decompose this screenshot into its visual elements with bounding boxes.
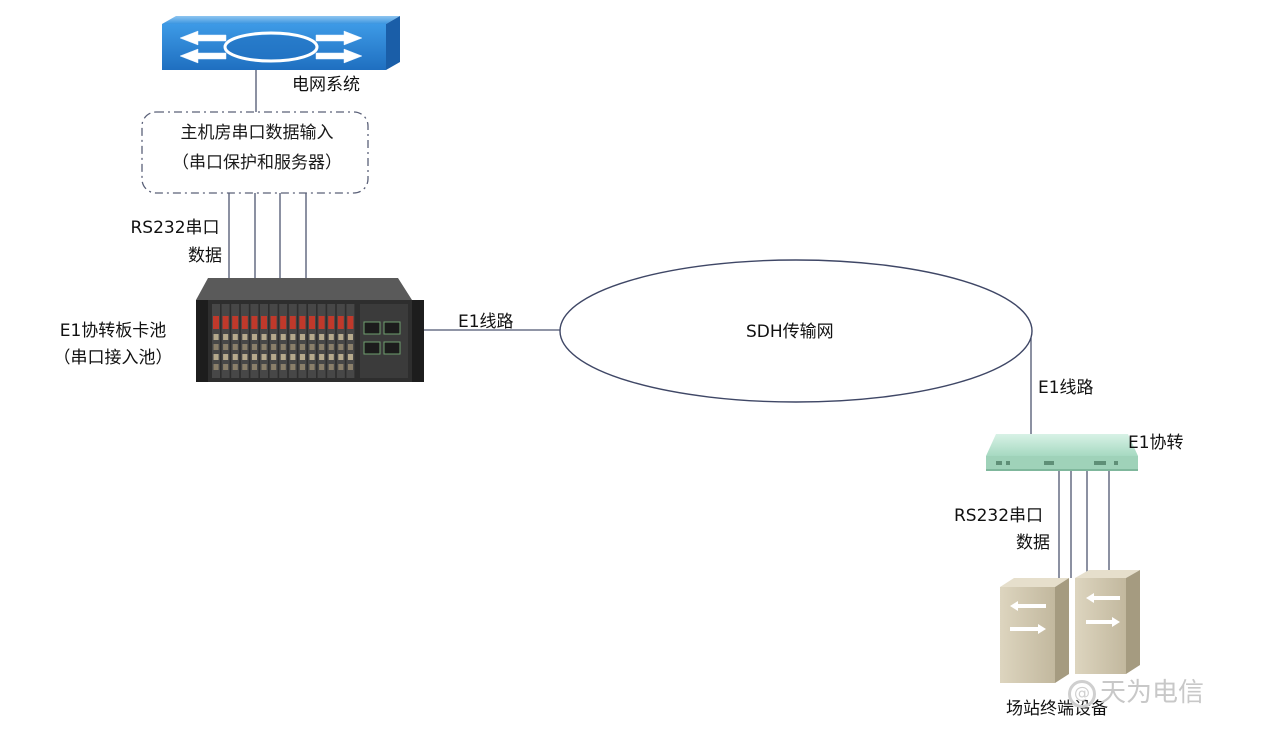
e1-pool-label: E1协转板卡池 （串口接入池）: [38, 318, 188, 372]
rack-card-slot: [288, 304, 297, 378]
rack-management-module: [360, 304, 408, 378]
rack-card-slot: [327, 304, 336, 378]
rs232-right-line1: RS232串口: [954, 506, 1044, 526]
rack-card-slot: [269, 304, 278, 378]
host-room-text: 主机房串口数据输入 （串口保护和服务器）: [146, 118, 368, 178]
sdh-network-ellipse: [559, 259, 1033, 403]
converter-device-icon: [986, 434, 1138, 471]
rack-card-slot: [240, 304, 249, 378]
rs232-right-label: RS232串口 数据: [954, 503, 1064, 557]
e1-pool-line1: E1协转板卡池: [59, 321, 167, 341]
host-room-line1: 主机房串口数据输入: [180, 123, 334, 143]
rack-card-slot: [346, 304, 355, 378]
sdh-label: SDH传输网: [746, 322, 834, 342]
rack-card-slot: [260, 304, 268, 378]
grid-system-label: 电网系统: [292, 75, 360, 95]
server-tower-icon: [1000, 570, 1140, 683]
rack-card-slot: [279, 304, 288, 378]
rs232-right-line2: 数据: [1016, 533, 1050, 553]
rs232-left-label: RS232串口 数据: [122, 214, 228, 270]
e1-link-left-label: E1线路: [458, 312, 514, 332]
rs232-left-line1: RS232串口: [130, 218, 220, 238]
e1-link-right-label: E1线路: [1038, 378, 1094, 398]
watermark-text: 天为电信: [1100, 678, 1205, 708]
network-switch-icon: [162, 16, 400, 70]
rack-card-slot: [317, 304, 326, 378]
e1-pool-line2: （串口接入池）: [53, 348, 173, 368]
rack-chassis-icon: [196, 278, 424, 382]
e1-converter-label: E1协转: [1128, 433, 1184, 453]
rack-card-slot: [221, 304, 230, 378]
rack-card-slot: [231, 304, 240, 378]
rack-card-slot: [308, 304, 316, 378]
host-room-line2: （串口保护和服务器）: [172, 153, 342, 173]
connection-lines: [228, 70, 1110, 578]
watermark: @天为电信: [1068, 672, 1204, 709]
rack-card-slot: [298, 304, 307, 378]
rs232-left-line2: 数据: [188, 246, 222, 266]
host-room-box: [141, 111, 369, 194]
rack-card-slot: [250, 304, 259, 378]
rack-card-slot: [336, 304, 345, 378]
watermark-at-icon: @: [1068, 679, 1096, 708]
rack-card-slot: [212, 304, 220, 378]
